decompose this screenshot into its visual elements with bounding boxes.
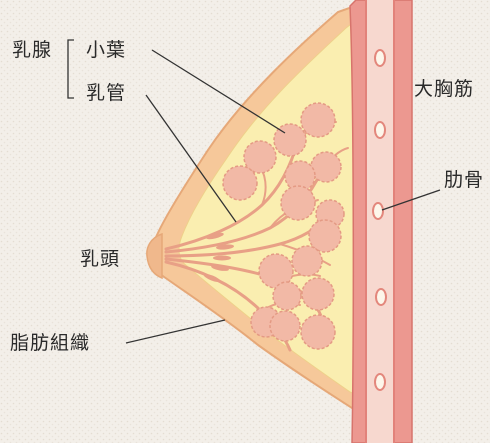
lobule <box>223 166 257 200</box>
rib-3 <box>373 203 383 219</box>
label-lobule: 小葉 <box>86 41 126 60</box>
label-mammary-gland: 乳腺 <box>12 41 52 60</box>
rib-2 <box>375 122 385 138</box>
lobule <box>301 103 335 137</box>
label-fat-tissue: 脂肪組織 <box>10 334 90 353</box>
lobule <box>244 141 276 173</box>
rib-1 <box>375 50 385 66</box>
lobule <box>273 282 301 310</box>
rib-5 <box>375 374 385 390</box>
label-milk-duct: 乳管 <box>86 84 126 103</box>
lobule <box>281 186 315 220</box>
lobule <box>270 311 300 341</box>
label-pectoral-muscle: 大胸筋 <box>414 80 474 99</box>
rib-4 <box>376 289 386 305</box>
lobule <box>302 278 334 310</box>
lobule <box>301 315 335 349</box>
label-rib: 肋骨 <box>444 171 484 190</box>
lobule <box>292 246 322 276</box>
label-nipple: 乳頭 <box>80 250 120 269</box>
